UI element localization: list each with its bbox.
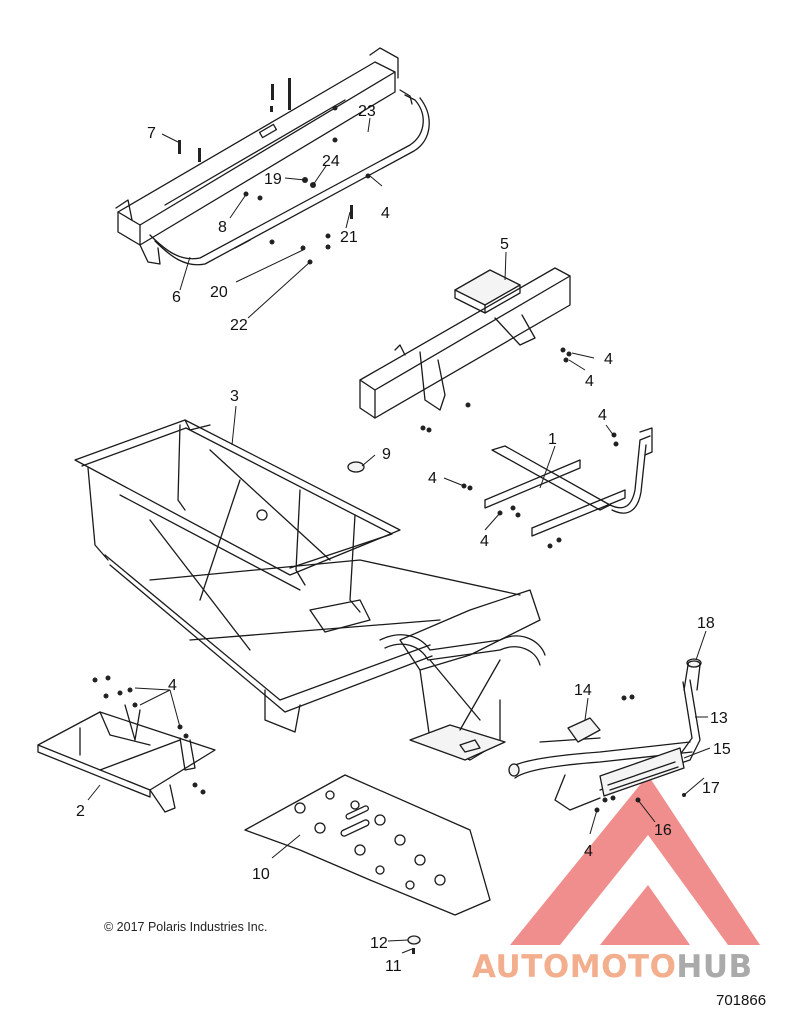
hardware-fasteners (92, 78, 686, 954)
callout-14: 14 (574, 682, 592, 699)
callout-19: 19 (264, 171, 282, 188)
document-number: 701866 (716, 992, 767, 1009)
callout-17: 17 (702, 780, 720, 797)
callout-24: 24 (322, 153, 340, 170)
callout-4: 4 (598, 407, 607, 424)
callout-4: 4 (168, 677, 177, 694)
callout-22: 22 (230, 317, 248, 334)
callout-4: 4 (428, 470, 437, 487)
callout-4: 4 (584, 843, 593, 860)
callout-6: 6 (172, 289, 181, 306)
callout-23: 23 (358, 103, 376, 120)
callout-8: 8 (218, 219, 227, 236)
callout-10: 10 (252, 866, 270, 883)
callout-4: 4 (381, 205, 390, 222)
callout-20: 20 (210, 284, 228, 301)
callout-18: 18 (697, 615, 715, 632)
part-grommet-small (407, 935, 421, 945)
part-skid-plate (244, 774, 491, 916)
copyright-notice: © 2017 Polaris Industries Inc. (104, 920, 268, 934)
part-cargo-rack (115, 47, 430, 266)
part-grommet (687, 660, 701, 668)
callout-labels: 1 2 3 4 4 4 4 4 4 4 4 5 6 7 8 9 10 11 12… (76, 103, 731, 975)
part-bracket (567, 717, 601, 743)
callout-5: 5 (500, 236, 509, 253)
callout-9: 9 (382, 446, 391, 463)
callout-21: 21 (340, 229, 358, 246)
callout-1: 1 (548, 431, 557, 448)
callout-15: 15 (713, 741, 731, 758)
callout-3: 3 (230, 388, 239, 405)
part-rear-bracket (484, 427, 653, 537)
part-front-bumper (508, 658, 702, 811)
part-main-frame (74, 419, 546, 761)
watermark-triangle-mark (510, 775, 760, 945)
watermark-word-moto: MOTO (570, 949, 677, 985)
watermark-word-hub: HUB (676, 949, 752, 985)
callout-4: 4 (585, 373, 594, 390)
part-plug (347, 461, 365, 473)
callout-16: 16 (654, 822, 672, 839)
callout-11: 11 (385, 958, 402, 975)
callout-4: 4 (604, 351, 613, 368)
watermark-wordmark: AUTOMOTOHUB (472, 949, 753, 985)
callout-7: 7 (147, 125, 156, 142)
part-rear-crossmember (359, 267, 571, 419)
part-footwell-bracket (37, 704, 216, 813)
callout-13: 13 (710, 710, 728, 727)
callout-2: 2 (76, 803, 85, 820)
watermark-word-auto: AUTO (472, 949, 570, 985)
watermark-logo (510, 775, 760, 945)
callout-4: 4 (480, 533, 489, 550)
callout-12: 12 (370, 935, 388, 952)
svg-text:AUTOMOTOHUB: AUTOMOTOHUB (472, 949, 753, 985)
leader-lines (87, 117, 711, 954)
